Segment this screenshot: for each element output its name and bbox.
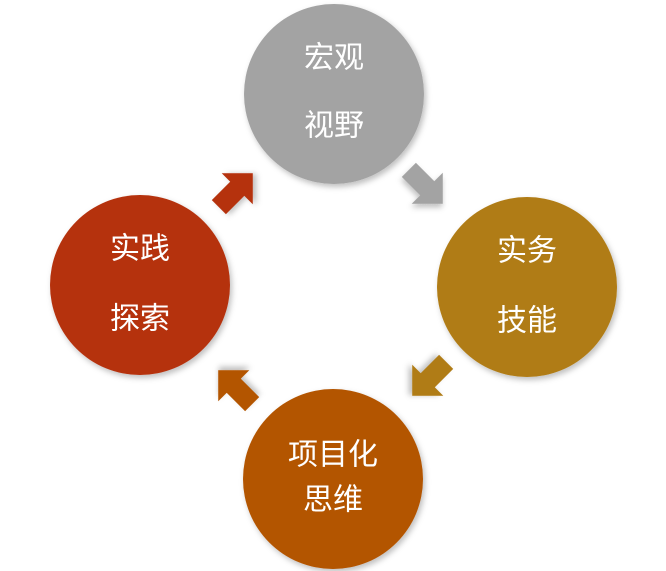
arrow-down-left-shape — [412, 354, 454, 396]
node-label-line-1: 实务 — [497, 234, 557, 269]
node-label-line-1: 实践 — [110, 232, 170, 267]
arrow-practice-to-macro — [211, 173, 253, 215]
node-label-line-2: 思维 — [303, 483, 363, 518]
arrow-down-right-shape — [401, 162, 443, 204]
node-circle — [243, 389, 423, 569]
node-macro-vision: 宏观 视野 — [244, 4, 424, 184]
node-circle — [50, 195, 230, 375]
node-circle — [437, 197, 617, 377]
arrow-up-left-shape — [218, 370, 260, 412]
arrow-up-right-shape — [211, 173, 253, 215]
arrow-macro-to-skills — [401, 162, 443, 204]
node-circle — [244, 4, 424, 184]
node-label-line-2: 视野 — [304, 109, 364, 144]
node-practice-exploration: 实践 探索 — [50, 195, 230, 375]
arrow-skills-to-project — [412, 354, 454, 396]
node-practical-skills: 实务 技能 — [437, 197, 617, 377]
node-label-line-2: 探索 — [110, 302, 170, 337]
node-label-line-1: 项目化 — [288, 438, 378, 473]
node-label-line-1: 宏观 — [304, 41, 364, 76]
arrow-project-to-practice — [218, 370, 260, 412]
node-project-thinking: 项目化 思维 — [243, 389, 423, 569]
node-label-line-2: 技能 — [497, 304, 557, 339]
